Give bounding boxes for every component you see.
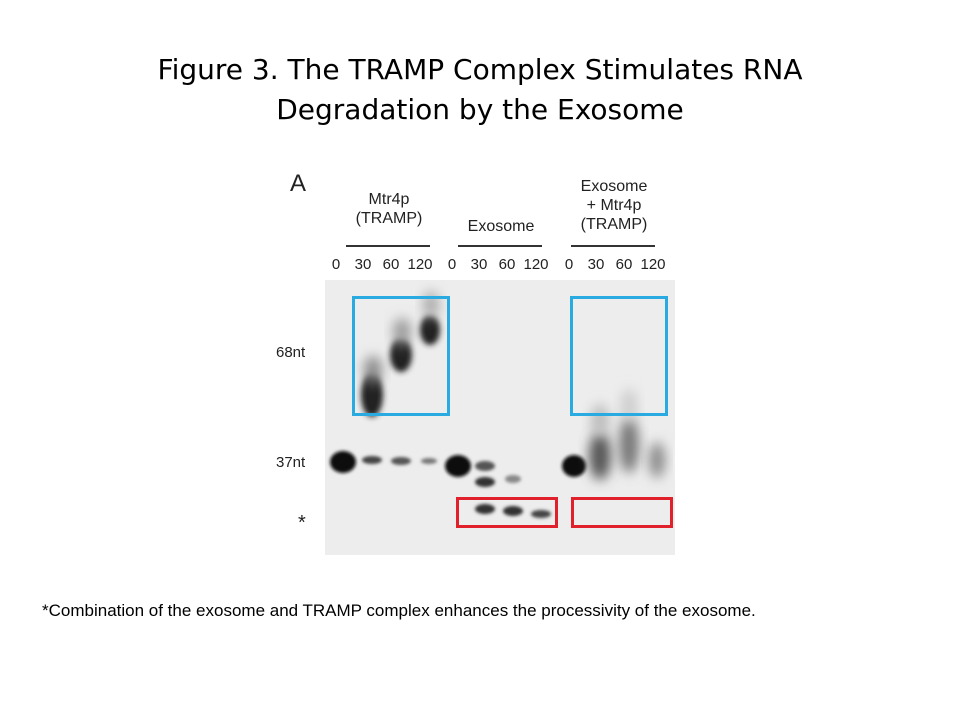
timepoint-label: 30 bbox=[470, 256, 488, 273]
group-header-line: + Mtr4p bbox=[586, 197, 642, 214]
group-header-line: Exosome bbox=[580, 178, 648, 195]
highlight-box-blue-mtr4p bbox=[352, 296, 450, 416]
gel-image bbox=[325, 280, 675, 555]
band-label-37nt: 37nt bbox=[276, 454, 306, 471]
gel-figure: A Mtr4p (TRAMP) Exosome Exosome + Mtr4p … bbox=[268, 160, 688, 560]
group-header-exosome: Exosome bbox=[456, 217, 546, 236]
group-header-mtr4p: Mtr4p (TRAMP) bbox=[344, 190, 434, 228]
timepoint-label: 0 bbox=[331, 256, 341, 273]
timepoint-label: 30 bbox=[587, 256, 605, 273]
group-header-line: (TRAMP) bbox=[580, 216, 648, 233]
panel-label: A bbox=[290, 170, 307, 197]
timepoint-label: 120 bbox=[640, 256, 666, 273]
timepoint-label: 120 bbox=[407, 256, 433, 273]
title-line-2: Degradation by the Exosome bbox=[276, 93, 684, 126]
timepoint-label: 0 bbox=[447, 256, 457, 273]
timepoint-label: 60 bbox=[382, 256, 400, 273]
title-line-1: Figure 3. The TRAMP Complex Stimulates R… bbox=[157, 53, 803, 86]
timepoint-label: 120 bbox=[523, 256, 549, 273]
timepoint-label: 60 bbox=[615, 256, 633, 273]
group-header-exosome-mtr4p: Exosome + Mtr4p (TRAMP) bbox=[569, 177, 659, 234]
group-header-line: Exosome bbox=[467, 218, 535, 235]
timepoint-label: 30 bbox=[354, 256, 372, 273]
highlight-box-red-exosome bbox=[456, 497, 558, 528]
group-header-line: (TRAMP) bbox=[355, 210, 423, 227]
group-underline bbox=[346, 245, 430, 247]
group-underline bbox=[571, 245, 655, 247]
highlight-box-blue-exosome-mtr4p bbox=[570, 296, 668, 416]
highlight-box-red-exosome-mtr4p bbox=[571, 497, 673, 528]
group-header-line: Mtr4p bbox=[368, 191, 410, 208]
band-label-marker: * bbox=[298, 512, 306, 534]
slide-title: Figure 3. The TRAMP Complex Stimulates R… bbox=[40, 50, 920, 130]
group-underline bbox=[458, 245, 542, 247]
band-label-68nt: 68nt bbox=[276, 344, 306, 361]
caption: *Combination of the exosome and TRAMP co… bbox=[42, 601, 756, 620]
timepoint-label: 60 bbox=[498, 256, 516, 273]
timepoint-label: 0 bbox=[564, 256, 574, 273]
